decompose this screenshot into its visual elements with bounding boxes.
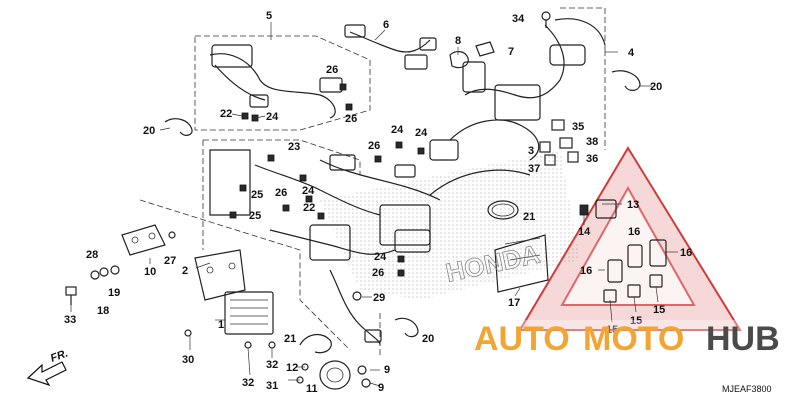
watermark-text-moto: MOTO bbox=[583, 320, 684, 358]
group-box-lower bbox=[139, 199, 351, 351]
callout-label: 9 bbox=[384, 364, 390, 376]
group-box-sub-harness-5 bbox=[194, 35, 371, 131]
front-direction-label: FR. bbox=[49, 347, 70, 364]
callout-label: 25 bbox=[251, 189, 263, 201]
callout-label: 19 bbox=[108, 287, 120, 299]
callout-label: 22 bbox=[303, 202, 315, 214]
callout-label: 31 bbox=[266, 380, 278, 392]
callout-label: 8 bbox=[455, 35, 461, 47]
callout-label: 20 bbox=[650, 81, 662, 93]
callout-label: 24 bbox=[391, 124, 404, 136]
callout-label: 24 bbox=[374, 251, 387, 263]
group-box-main-4 bbox=[560, 7, 606, 50]
callout-label: 26 bbox=[368, 140, 380, 152]
group-outlines bbox=[139, 7, 606, 355]
front-arrow-icon bbox=[26, 361, 67, 387]
callout-label: 15 bbox=[653, 304, 665, 316]
callout-label: 24 bbox=[266, 111, 279, 123]
relay-13 bbox=[595, 199, 617, 219]
callout-label: 21 bbox=[284, 333, 296, 345]
callout-label: 15 bbox=[630, 315, 642, 327]
callout-label: 18 bbox=[97, 305, 109, 317]
callout-label: 35 bbox=[572, 121, 584, 133]
callout-label: 10 bbox=[144, 266, 156, 278]
callout-label: 6 bbox=[383, 19, 389, 31]
sub-harness-6 bbox=[344, 24, 437, 70]
callout-label: 12 bbox=[286, 362, 298, 374]
callout-label: 11 bbox=[306, 383, 318, 395]
sub-harness-5 bbox=[209, 44, 343, 119]
callout-label: 24 bbox=[302, 185, 315, 197]
callout-label: 7 bbox=[508, 46, 514, 58]
callout-label: 2 bbox=[182, 265, 188, 277]
callout-label: 33 bbox=[64, 314, 76, 326]
callout-label: 26 bbox=[372, 267, 384, 279]
callout-label: 27 bbox=[164, 255, 176, 267]
callout-label: 20 bbox=[422, 333, 434, 345]
relay-box bbox=[549, 44, 586, 66]
callout-label: 14 bbox=[578, 226, 591, 238]
callout-label: 21 bbox=[523, 211, 535, 223]
callout-label: 26 bbox=[345, 113, 357, 125]
leader-lines bbox=[70, 22, 678, 387]
callout-labels: 1 2 3 4 5 6 7 8 9 9 10 11 12 13 14 15 15… bbox=[64, 10, 692, 395]
band-21-bottom bbox=[299, 333, 332, 354]
bracket-2 bbox=[194, 249, 246, 301]
regulator-1 bbox=[224, 291, 274, 335]
watermark-text-hub: HUB bbox=[706, 320, 780, 358]
main-body-harness bbox=[209, 149, 441, 346]
callout-label: 4 bbox=[628, 47, 635, 59]
dotted-shading bbox=[320, 150, 580, 300]
connector-block bbox=[211, 44, 253, 68]
front-direction-indicator: FR. bbox=[26, 347, 70, 387]
callout-label: 3 bbox=[528, 145, 534, 157]
callout-label: 26 bbox=[326, 64, 338, 76]
callout-label: 1 bbox=[218, 319, 224, 331]
callout-label: 36 bbox=[586, 153, 598, 165]
callout-label: 5 bbox=[266, 10, 272, 22]
callout-label: 16 bbox=[580, 265, 592, 277]
bolt-34 bbox=[541, 11, 551, 28]
fuse-holder bbox=[462, 61, 486, 93]
main-harness-4 bbox=[429, 18, 606, 196]
callout-label: 32 bbox=[266, 359, 278, 371]
callout-label: 22 bbox=[220, 108, 232, 120]
callout-label: 38 bbox=[586, 136, 598, 148]
clip-20-right bbox=[611, 70, 641, 91]
callout-label: 16 bbox=[628, 226, 640, 238]
diagram-code: MJEAF3800 bbox=[722, 384, 772, 394]
small-connectors bbox=[539, 119, 579, 166]
callout-label: 16 bbox=[680, 247, 692, 259]
callout-label: 24 bbox=[415, 127, 428, 139]
band-21 bbox=[487, 200, 519, 220]
callout-label: 29 bbox=[373, 292, 385, 304]
clip-marks bbox=[229, 83, 425, 277]
part-7-8 bbox=[449, 41, 495, 69]
clip-20-left bbox=[164, 118, 193, 136]
callout-label: 15 bbox=[606, 324, 618, 336]
callout-label: 25 bbox=[249, 210, 261, 222]
horn-11 bbox=[319, 360, 351, 390]
clip-20-bottom bbox=[394, 317, 419, 338]
callout-label: 23 bbox=[288, 141, 300, 153]
callout-label: 30 bbox=[182, 354, 194, 366]
group-box-main-harness bbox=[203, 139, 361, 175]
watermark-text-auto: AUTO bbox=[474, 320, 570, 358]
fuse-14 bbox=[579, 204, 589, 216]
callout-label: 26 bbox=[275, 187, 287, 199]
callout-label: 13 bbox=[627, 199, 639, 211]
callout-label: 20 bbox=[143, 125, 155, 137]
callout-label: 32 bbox=[242, 377, 254, 389]
callout-label: 34 bbox=[512, 13, 525, 25]
callout-label: 28 bbox=[86, 249, 98, 261]
ecu-module-17 bbox=[494, 234, 549, 293]
callout-label: 17 bbox=[508, 297, 520, 309]
callout-label: 9 bbox=[378, 382, 384, 394]
bracket-10 bbox=[121, 224, 166, 256]
fasteners-left bbox=[65, 231, 371, 388]
callout-label: 37 bbox=[528, 163, 540, 175]
watermark-brand: AUTO MOTO HUB bbox=[470, 320, 790, 358]
